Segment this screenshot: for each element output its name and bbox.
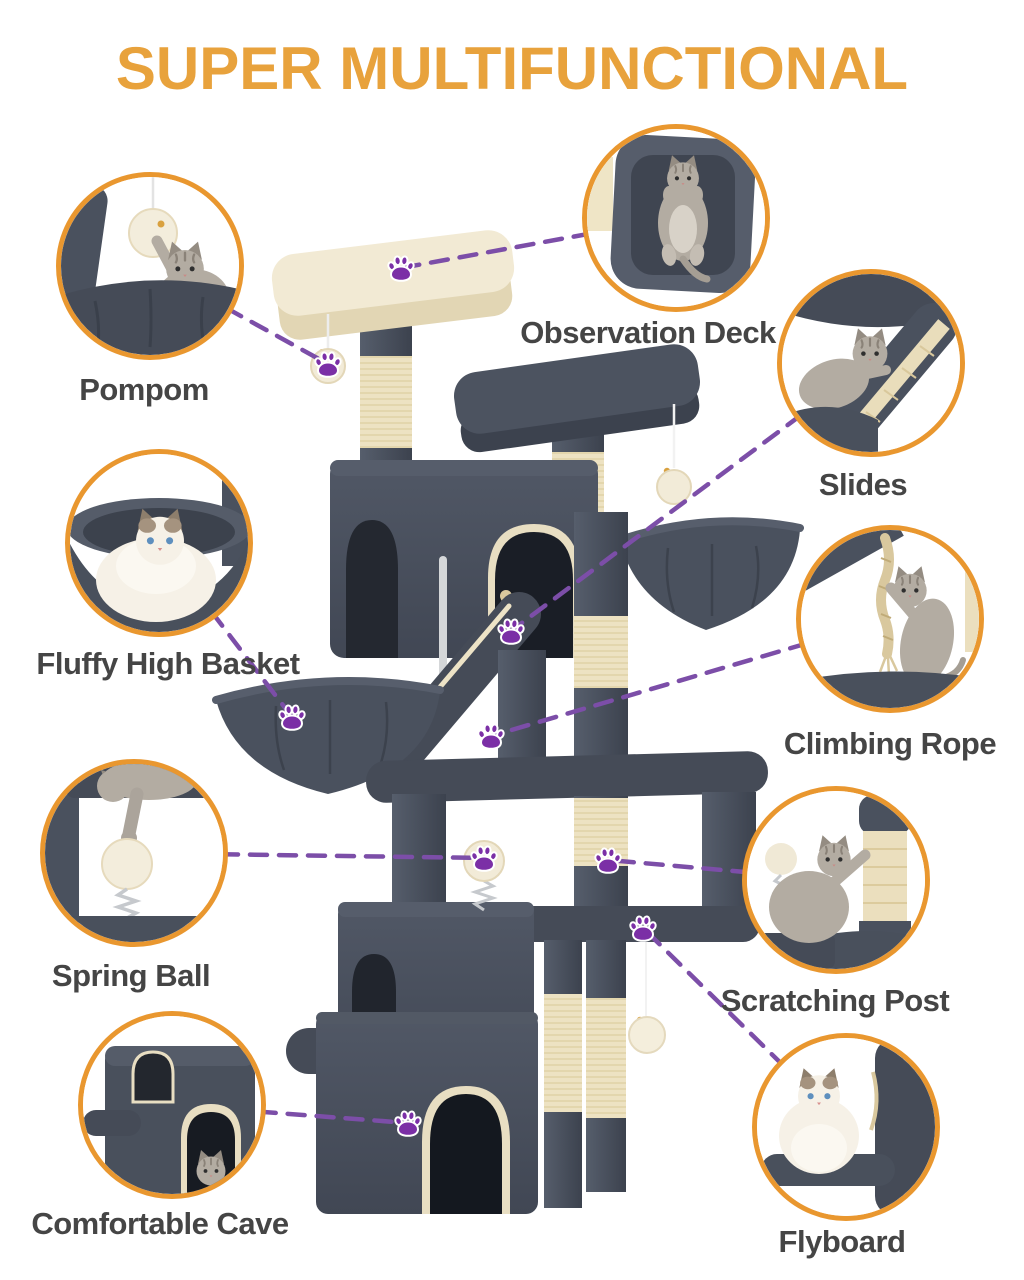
slides-photo <box>782 274 960 452</box>
pompom-ball <box>128 208 178 258</box>
callout-observation-deck <box>582 124 770 312</box>
box-top-edge <box>338 902 534 917</box>
scratch-post-1-sisal <box>544 994 582 1112</box>
callout-climbing-rope <box>796 525 984 713</box>
ball <box>101 838 153 890</box>
spring-ball-photo <box>45 764 223 942</box>
cat-foot <box>689 244 705 266</box>
sisal-texture <box>863 848 907 904</box>
cat-paw <box>853 365 891 381</box>
basket-rim <box>616 517 804 544</box>
callout-label-fluffy-high-basket: Fluffy High Basket <box>36 646 300 681</box>
roof-arch <box>131 1050 175 1104</box>
cat-body <box>769 871 849 943</box>
callout-label-pompom: Pompom <box>79 372 209 407</box>
spring-coil <box>470 879 498 912</box>
scratch-post-2-sisal <box>586 998 626 1118</box>
rope-twists <box>878 557 894 641</box>
climbing-rope-photo <box>801 530 979 708</box>
cat-tail <box>679 255 711 283</box>
pompom-ball <box>765 843 797 875</box>
cat-body <box>899 598 955 686</box>
callout-label-observation-deck: Observation Deck <box>520 315 776 350</box>
cave-arch-opening <box>430 1094 502 1214</box>
condo-left-arch <box>346 520 398 658</box>
callout-label-flyboard: Flyboard <box>778 1224 906 1259</box>
callout-comfortable-cave <box>78 1011 266 1199</box>
callout-label-slides: Slides <box>818 467 908 502</box>
comfortable-cave-photo <box>83 1016 261 1194</box>
gray-top-platform <box>453 344 701 434</box>
callout-flyboard <box>752 1033 940 1221</box>
sisal-post <box>863 831 907 923</box>
cat-paw <box>663 186 675 204</box>
rope <box>876 533 894 659</box>
mid-post <box>498 650 546 762</box>
rope-toy <box>869 1071 879 1131</box>
cat-foot <box>661 244 677 266</box>
hanging-pompom-ball <box>656 469 692 505</box>
basket-folds <box>274 700 389 774</box>
basket-folds <box>665 544 760 616</box>
high-basket <box>620 522 800 630</box>
bell <box>157 220 165 228</box>
cat-head <box>798 1068 840 1118</box>
callout-pompom <box>56 172 244 360</box>
cat-head <box>136 508 184 565</box>
spring-coil <box>112 887 142 920</box>
callout-label-climbing-rope: Climbing Rope <box>783 726 997 761</box>
callout-label-spring-ball: Spring Ball <box>51 958 211 993</box>
left-post <box>392 794 446 910</box>
right-post-sisal <box>574 616 628 688</box>
callout-scratching-post <box>742 786 930 974</box>
callout-slides <box>777 269 965 457</box>
fluffy-high-basket-photo <box>70 454 248 632</box>
top-center-post-sisal <box>360 356 412 448</box>
cat-leg <box>122 787 144 841</box>
box-top-edge <box>105 1046 255 1066</box>
cat-chest <box>791 1124 847 1172</box>
side-shelf <box>83 1110 141 1136</box>
callout-fluffy-high-basket <box>65 449 253 637</box>
cat-tree <box>212 230 804 1214</box>
cat-body <box>798 358 870 410</box>
mid-shelf <box>366 751 768 803</box>
post <box>61 182 108 314</box>
flyboard-photo <box>757 1038 935 1216</box>
scratching-post-photo <box>747 791 925 969</box>
observation-deck-photo <box>587 129 765 307</box>
pompom-photo <box>61 177 239 355</box>
callout-label-scratching-post: Scratching Post <box>720 983 950 1018</box>
page-title: SUPER MULTIFUNCTIONAL <box>115 35 909 102</box>
cat-belly <box>669 205 697 253</box>
hanging-pompom-ball <box>628 1016 666 1054</box>
box-top-edge <box>316 1012 538 1024</box>
callout-spring-ball <box>40 759 228 947</box>
cat-head <box>97 770 129 802</box>
basket-rim <box>212 677 444 704</box>
condo-top-edge <box>330 460 598 476</box>
callout-label-comfortable-cave: Comfortable Cave <box>31 1206 289 1241</box>
cat-paw <box>691 186 703 204</box>
cat-paw <box>827 849 871 889</box>
